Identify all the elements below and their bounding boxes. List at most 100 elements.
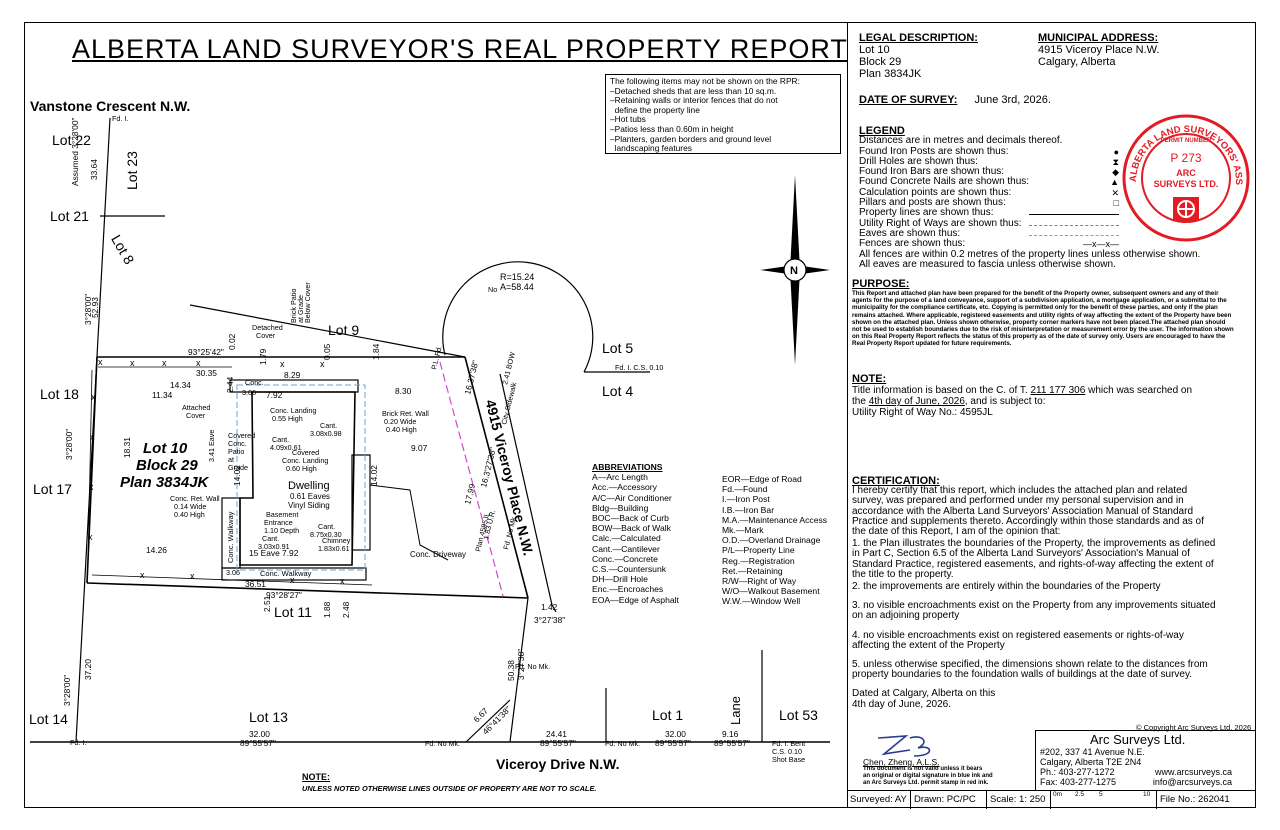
lane-label: Lane [728, 696, 743, 725]
svg-text:x: x [90, 432, 95, 442]
svg-text:1.83x0.61: 1.83x0.61 [318, 544, 350, 553]
purpose-text: This Report and attached plan have been … [852, 290, 1234, 348]
svg-text:Cant.: Cant. [272, 435, 289, 444]
municipal-address: MUNICIPAL ADDRESS: 4915 Viceroy Place N.… [1038, 32, 1159, 68]
legend-row: Eaves are shown thus: [859, 228, 1119, 239]
svg-text:1.42: 1.42 [541, 602, 558, 612]
svg-text:15 Eave 7.92: 15 Eave 7.92 [249, 548, 299, 558]
abbr-item: M.A.—Maintenance Access [722, 514, 828, 525]
svg-text:24.41: 24.41 [546, 729, 567, 739]
svg-text:No: No [488, 285, 497, 294]
abbr-item: BOC—Back of Curb [592, 513, 669, 524]
svg-text:0.60 High: 0.60 High [286, 464, 317, 473]
svg-text:Conc. Landing: Conc. Landing [270, 406, 316, 415]
abbr-item: A—Arc Length [592, 472, 648, 483]
municipal-line2: Calgary, Alberta [1038, 56, 1116, 68]
svg-text:2.48: 2.48 [341, 601, 351, 618]
municipal-line1: 4915 Viceroy Place N.W. [1038, 44, 1160, 56]
svg-text:17.99: 17.99 [462, 482, 477, 505]
svg-text:x: x [162, 358, 167, 368]
certification-item: 2. the improvements are entirely within … [852, 581, 1161, 593]
signer-disclaimer: an original or digital signature in blue… [863, 773, 993, 779]
abbr-item: Acc.—Accessory [592, 482, 657, 493]
svg-text:9.07: 9.07 [411, 443, 428, 453]
company-address1: #202, 337 41 Avenue N.E. [1040, 747, 1145, 757]
seal-number: P 273 [1170, 151, 1201, 165]
svg-text:11.34: 11.34 [152, 390, 173, 400]
legal-description: LEGAL DESCRIPTION: Lot 10 Block 29 Plan … [859, 32, 978, 80]
svg-text:3.06: 3.06 [242, 388, 256, 397]
seal-permit: PERMIT NUMBER [1161, 138, 1212, 144]
svg-text:x: x [140, 570, 145, 580]
lot-line-east [509, 597, 529, 743]
abbr-item: Reg.—Registration [722, 555, 795, 566]
survey-date-label: DATE OF SURVEY: [859, 94, 958, 106]
abbr-item: BOW—Back of Walk [592, 523, 671, 534]
note-line3: Utility Right of Way No.: 4595JL [852, 407, 993, 418]
purpose-section: PURPOSE: This Report and attached plan h… [852, 279, 1252, 348]
svg-text:0.40 High: 0.40 High [174, 510, 205, 519]
svg-text:0.20 Wide: 0.20 Wide [384, 417, 416, 426]
municipal-heading: MUNICIPAL ADDRESS: [1038, 32, 1159, 44]
svg-text:x: x [89, 482, 94, 492]
svg-text:3°28'00": 3°28'00" [62, 675, 72, 706]
svg-text:14.02: 14.02 [369, 465, 379, 486]
svg-text:Fd. I. C.S. 0.10: Fd. I. C.S. 0.10 [615, 363, 663, 372]
abbr-item: Cant.—Cantilever [592, 543, 660, 554]
abbr-item: O.D.—Overland Drainage [722, 535, 821, 546]
svg-text:x: x [91, 392, 96, 402]
svg-text:0.05: 0.05 [322, 343, 332, 360]
svg-text:Detached: Detached [252, 323, 283, 332]
legend-note1: All fences are within 0.2 metres of the … [859, 248, 1201, 260]
svg-text:89°55'57": 89°55'57" [655, 738, 691, 748]
svg-text:8.75x0.30: 8.75x0.30 [310, 530, 342, 539]
seal-company-2: SURVEYS LTD. [1154, 179, 1219, 189]
lot-4-label: Lot 4 [602, 383, 634, 399]
abbr-item: Ret.—Retaining [722, 565, 783, 576]
certification-item: 5. unless otherwise specified, the dimen… [852, 659, 1208, 681]
svg-text:Entrance: Entrance [264, 518, 293, 527]
street-viceroy-drive: Viceroy Drive N.W. [496, 756, 620, 772]
lot-1-label: Lot 1 [652, 707, 684, 723]
certification-item: 4. no visible encroachments exist on reg… [852, 629, 1184, 651]
svg-text:x: x [190, 571, 195, 581]
svg-text:Shot Base: Shot Base [772, 755, 805, 764]
company-fax: Fax: 403-277-1275 [1040, 777, 1117, 787]
abbr-item: Mk.—Mark [722, 525, 764, 536]
abbr-item: R/W—Right of Way [722, 576, 797, 587]
note-heading: NOTE: [852, 373, 887, 385]
svg-text:Fd. No Mk.: Fd. No Mk. [515, 662, 550, 671]
abbr-item: Fd.—Found [722, 484, 768, 495]
svg-text:Covered: Covered [292, 448, 319, 457]
legal-lot: Lot 10 [859, 44, 890, 56]
svg-text:Conc. Ret. Wall: Conc. Ret. Wall [170, 494, 220, 503]
signer-disclaimer: an Arc Surveys Ltd. permit stamp in red … [863, 780, 989, 786]
svg-text:3.03x0.91: 3.03x0.91 [258, 542, 290, 551]
svg-text:Brick Ret. Wall: Brick Ret. Wall [382, 409, 429, 418]
abbreviations-right: EOR—Edge of Road Fd.—Found I.—Iron Post … [722, 474, 827, 607]
rpr-exclusions-box: The following items may not be shown on … [605, 74, 841, 154]
svg-text:16.37'38": 16.37'38" [462, 359, 480, 395]
legend-heading: LEGEND [859, 125, 905, 137]
svg-text:3°28'00": 3°28'00" [64, 429, 74, 460]
lot10-label: Lot 10 [143, 440, 188, 457]
svg-text:8.29: 8.29 [284, 370, 301, 380]
signer-disclaimer: This document is not valid unless it bea… [863, 766, 983, 772]
svg-text:2.44: 2.44 [225, 376, 235, 393]
svg-text:x: x [88, 532, 93, 542]
abbr-item: Conc.—Concrete [592, 553, 658, 564]
svg-text:at: at [228, 455, 234, 464]
survey-date-value: June 3rd, 2026. [974, 94, 1051, 106]
svg-text:14.34: 14.34 [170, 380, 191, 390]
east-property-line [464, 356, 529, 599]
legal-plan: Plan 3834JK [859, 68, 922, 80]
block29-label: Block 29 [136, 457, 198, 474]
title-block-footer: Surveyed: AY Drawn: PC/PC Scale: 1: 250 … [847, 790, 1256, 809]
svg-text:Cant.: Cant. [262, 534, 279, 543]
svg-text:Patio: Patio [228, 447, 244, 456]
legend-row: Utility Right of Ways are shown thus: [859, 218, 1119, 229]
abbreviations-heading: ABBREVIATIONS [592, 462, 663, 472]
svg-text:50.38: 50.38 [506, 660, 516, 681]
certification-item: 1. the Plan illustrates the boundaries o… [852, 538, 1216, 580]
company-address2: Calgary, Alberta T2E 2N4 [1040, 757, 1142, 767]
